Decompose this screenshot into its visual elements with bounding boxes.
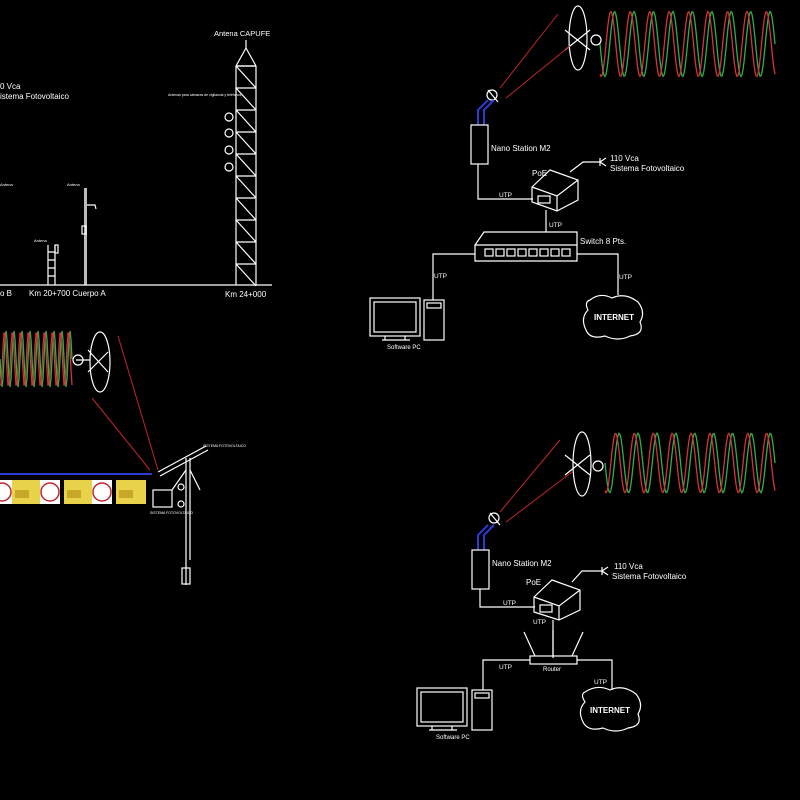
signal-coil (604, 432, 776, 494)
poe-label: PoE (532, 169, 547, 178)
power-label-line1: 0 Vca (0, 82, 21, 91)
dish-antenna-icon (564, 431, 604, 497)
internet-label: INTERNET (590, 706, 630, 715)
small-antenna-icon (488, 512, 501, 526)
internet-label: INTERNET (594, 313, 634, 322)
pc-label: Software PC (387, 345, 421, 351)
km-mid: Km 20+700 Cuerpo A (29, 289, 106, 298)
tower-antennas-icon (224, 112, 234, 172)
utp-label: UTP (434, 273, 447, 280)
dish-antenna-icon (564, 5, 602, 71)
internet-cloud (582, 294, 644, 340)
antenna-label-b: Antena (67, 182, 80, 187)
solar-label: SISTEMA FOTOVOLTAICO (203, 444, 246, 448)
dish-antenna-icon (72, 331, 111, 393)
small-antenna-icon (486, 89, 499, 103)
nano-label: Nano Station M2 (492, 559, 552, 568)
signal-coil (599, 10, 776, 78)
tower-note: Antenas para cámaras de vigilancia y tel… (168, 93, 242, 97)
tower-label: Antena CAPUFE (214, 29, 270, 38)
switch-label: Switch 8 Pts. (580, 237, 626, 246)
solar-panel-icon (157, 445, 209, 585)
utp-label: UTP (503, 600, 516, 607)
pc-icon (369, 297, 445, 341)
router-label: Router (543, 667, 561, 673)
antenna-label-a: Antena (0, 182, 13, 187)
km-left: o B (0, 289, 12, 298)
nano-station-device (470, 124, 489, 165)
switch-8-port (474, 231, 578, 262)
cabinet-label: SISTEMA FOTOVOLTAICO (150, 511, 193, 515)
utp-label: UTP (594, 679, 607, 686)
network-switch-diagram: Nano Station M2 PoE 110 Vca Sistema Foto… (369, 5, 776, 351)
gantry-view: SISTEMA FOTOVOLTAICO SISTEMA FOTOVOLTAIC… (0, 331, 246, 585)
antenna-pole (81, 188, 97, 285)
small-tower (47, 244, 59, 285)
pc-label: Software PC (436, 735, 470, 741)
utp-label: UTP (619, 274, 632, 281)
nano-station-device (471, 549, 490, 590)
power-label-2: Sistema Fotovoltaico (612, 572, 687, 581)
elevation-view: Antena CAPUFE Antenas para cámaras de vi… (0, 29, 272, 299)
power-label-line2: istema Fotovoltaico (0, 92, 69, 101)
km-right: Km 24+000 (225, 290, 267, 299)
power-label-1: 110 Vca (610, 154, 639, 163)
network-router-diagram: Nano Station M2 PoE 110 Vca Sistema Foto… (416, 431, 776, 741)
lattice-tower (235, 40, 257, 287)
poe-injector (533, 579, 581, 621)
cabinet (152, 489, 173, 508)
signage-panels (0, 480, 146, 504)
pc-icon (416, 687, 493, 731)
internet-cloud (579, 686, 642, 732)
utp-label: UTP (549, 222, 562, 229)
utp-label: UTP (499, 192, 512, 199)
poe-injector (531, 169, 579, 212)
nano-label: Nano Station M2 (491, 144, 551, 153)
antenna-label-c: Antena (34, 238, 47, 243)
utp-label: UTP (533, 619, 546, 626)
power-label-1: 110 Vca (614, 562, 643, 571)
power-label-2: Sistema Fotovoltaico (610, 164, 685, 173)
poe-label: PoE (526, 578, 541, 587)
utp-label: UTP (499, 664, 512, 671)
router-icon (523, 630, 584, 665)
signal-coil (0, 331, 73, 387)
